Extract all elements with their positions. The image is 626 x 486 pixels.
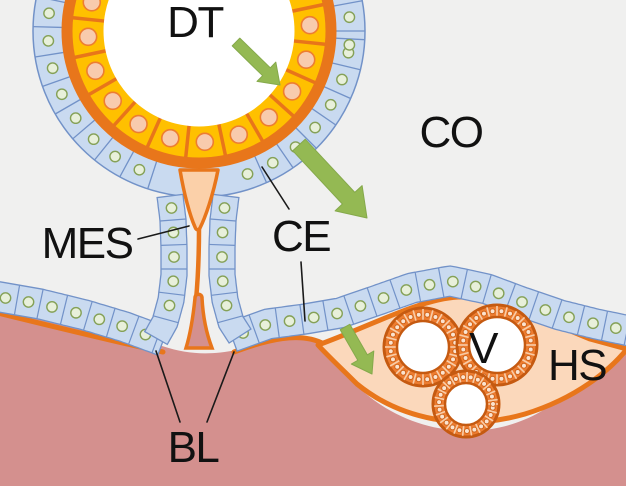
mesentery-stalk [143, 168, 252, 350]
label-hill-structure: HS [548, 341, 606, 390]
label-vessel: V [469, 324, 499, 373]
structure-labels: DT CO MES CE BL V HS [42, 0, 608, 472]
mesenchyme-region [0, 295, 626, 486]
label-duct: DT [167, 0, 223, 47]
label-mesentery: MES [42, 219, 133, 268]
label-basal-lamina: BL [168, 423, 220, 472]
label-coelom: CO [420, 108, 483, 157]
migration-arrows [231, 37, 375, 375]
duct-cross-section [32, 0, 366, 198]
blood-vessels [382, 303, 539, 439]
leader-lines [137, 166, 306, 423]
label-coelomic-epithelium: CE [272, 212, 330, 261]
